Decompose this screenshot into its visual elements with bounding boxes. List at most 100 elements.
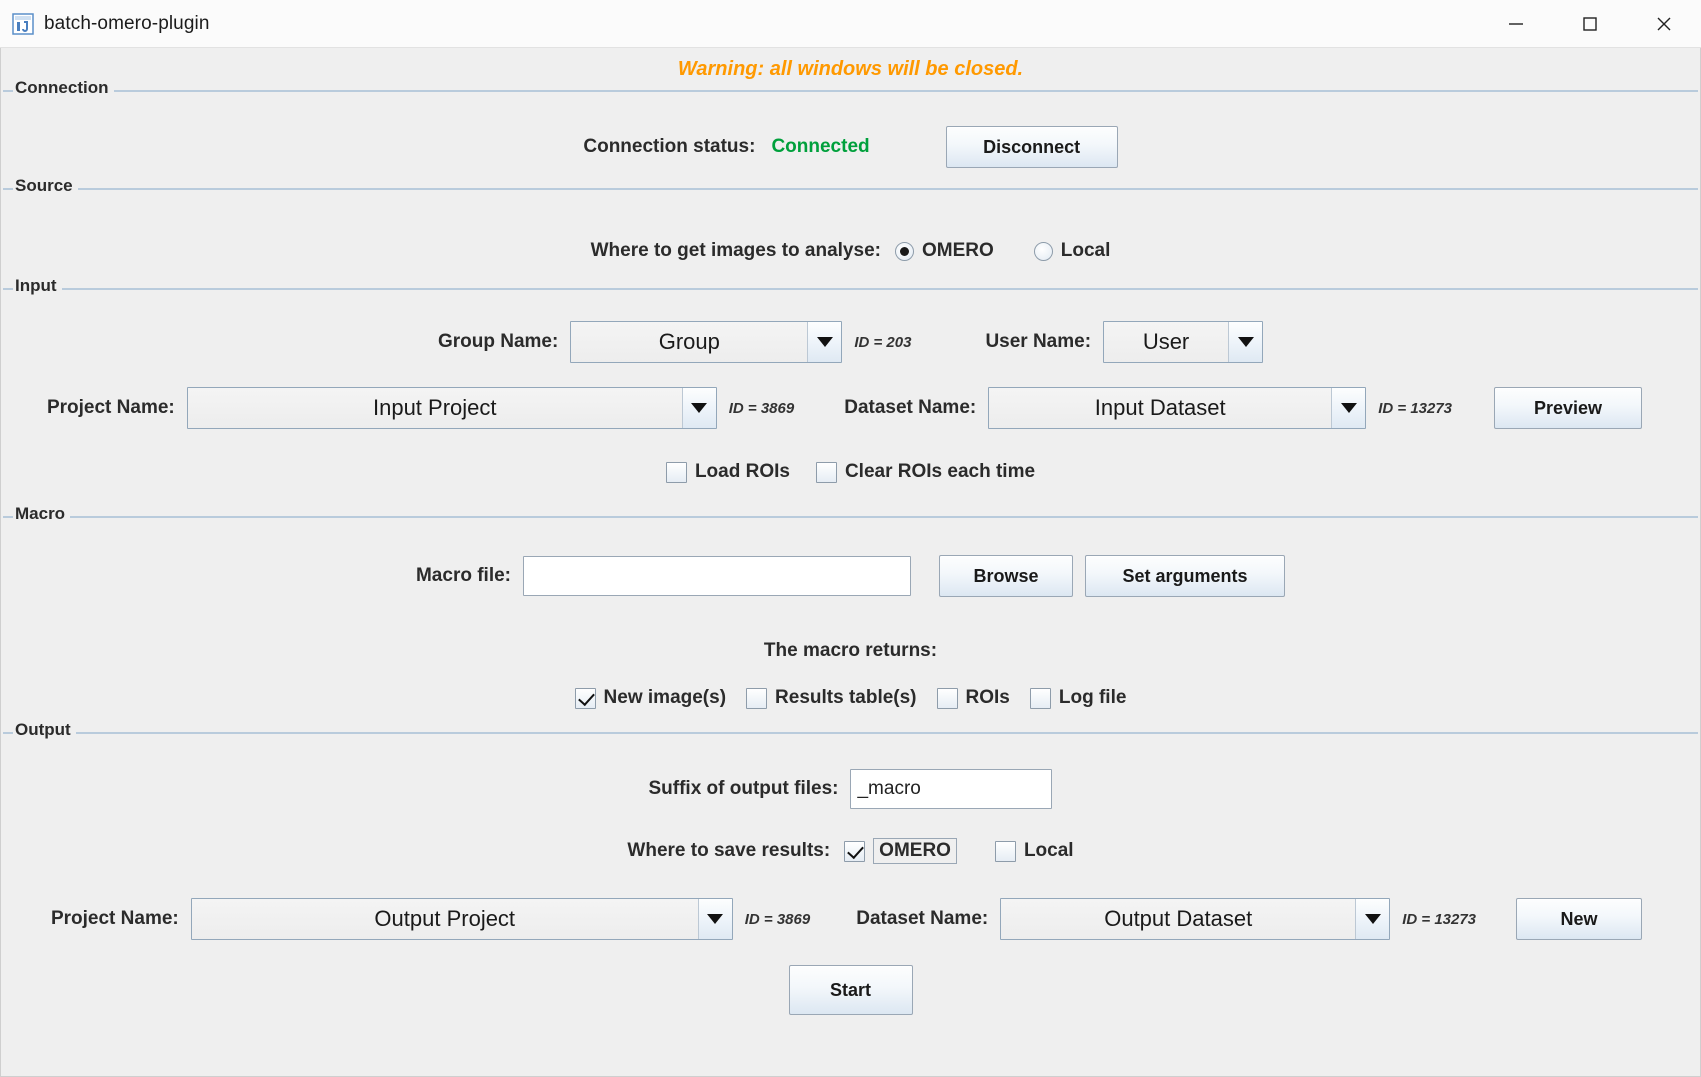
output-project-value: Output Project bbox=[191, 899, 698, 939]
group-name-combo[interactable]: Group bbox=[570, 321, 843, 363]
output-project-name-label: Project Name: bbox=[50, 908, 179, 929]
user-name-combo[interactable]: User bbox=[1103, 321, 1264, 363]
group-name-chevron-down-icon[interactable] bbox=[807, 322, 842, 362]
input-panel-title: Input bbox=[13, 277, 62, 294]
macro-file-label: Macro file: bbox=[415, 565, 512, 586]
window-titlebar: batch-omero-plugin bbox=[0, 0, 1701, 48]
macro-returns-row: New image(s) Results table(s) ROIs Log f… bbox=[3, 676, 1698, 720]
new-button[interactable]: New bbox=[1516, 898, 1643, 940]
save-local-checkbox[interactable]: Local bbox=[994, 840, 1074, 862]
input-project-dataset-row: Project Name: Input Project ID = 3869 Da… bbox=[3, 372, 1698, 444]
plugin-dialog: Warning: all windows will be closed. Con… bbox=[0, 48, 1701, 1077]
set-arguments-button[interactable]: Set arguments bbox=[1085, 555, 1286, 597]
macro-panel-title: Macro bbox=[13, 505, 71, 522]
source-row: Where to get images to analyse: OMERO Lo… bbox=[3, 190, 1698, 284]
browse-button[interactable]: Browse bbox=[939, 555, 1074, 597]
source-label: Where to get images to analyse: bbox=[590, 240, 881, 261]
titlebar-left: batch-omero-plugin bbox=[0, 13, 210, 35]
input-body: Group Name: Group ID = 203 User Name: Us… bbox=[3, 290, 1698, 500]
output-dataset-value: Output Dataset bbox=[1001, 899, 1356, 939]
input-project-id-label: ID = 3869 bbox=[728, 399, 795, 417]
input-dataset-value: Input Dataset bbox=[989, 388, 1332, 428]
macro-returns-label: The macro returns: bbox=[763, 640, 938, 661]
load-rois-label: Load ROIs bbox=[694, 461, 790, 482]
disconnect-button[interactable]: Disconnect bbox=[945, 126, 1118, 168]
minimize-button[interactable] bbox=[1479, 0, 1553, 48]
input-dataset-combo[interactable]: Input Dataset bbox=[988, 387, 1367, 429]
source-radio-omero[interactable]: OMERO bbox=[894, 240, 994, 262]
output-save-row: Where to save results: OMERO Local bbox=[3, 820, 1698, 882]
output-panel: Output Suffix of output files: _macro Wh… bbox=[3, 721, 1698, 947]
returns-results-table-label: Results table(s) bbox=[775, 687, 917, 708]
footer-row: Start bbox=[1, 947, 1700, 1033]
returns-log-file-checkbox[interactable]: Log file bbox=[1029, 687, 1127, 709]
close-button[interactable] bbox=[1627, 0, 1701, 48]
input-project-name-label: Project Name: bbox=[46, 397, 175, 418]
output-dataset-combo[interactable]: Output Dataset bbox=[1000, 898, 1391, 940]
load-rois-checkbox-box bbox=[665, 461, 687, 483]
group-name-value: Group bbox=[571, 322, 808, 362]
input-dataset-chevron-down-icon[interactable] bbox=[1331, 388, 1366, 428]
start-button[interactable]: Start bbox=[788, 965, 913, 1015]
radio-omero-icon bbox=[894, 241, 914, 261]
source-radio-local[interactable]: Local bbox=[1033, 240, 1111, 262]
output-suffix-input[interactable]: _macro bbox=[850, 769, 1053, 809]
output-project-id-label: ID = 3869 bbox=[744, 910, 811, 928]
save-omero-label: OMERO bbox=[873, 838, 957, 864]
imagej-icon bbox=[12, 12, 34, 35]
user-name-label: User Name: bbox=[985, 331, 1092, 352]
maximize-button[interactable] bbox=[1553, 0, 1627, 48]
connection-panel: Connection Connection status: Connected … bbox=[3, 79, 1698, 182]
returns-new-images-checkbox-box bbox=[574, 687, 596, 709]
connection-status-value: Connected bbox=[771, 136, 870, 157]
preview-button[interactable]: Preview bbox=[1494, 387, 1643, 429]
output-dataset-name-label: Dataset Name: bbox=[856, 908, 989, 929]
output-project-combo[interactable]: Output Project bbox=[190, 898, 733, 940]
output-dataset-id-label: ID = 13273 bbox=[1402, 910, 1477, 928]
output-suffix-label: Suffix of output files: bbox=[648, 778, 839, 799]
clear-rois-checkbox[interactable]: Clear ROIs each time bbox=[815, 461, 1036, 483]
macro-panel: Macro Macro file: Browse Set arguments T… bbox=[3, 505, 1698, 726]
input-roi-row: Load ROIs Clear ROIs each time bbox=[3, 444, 1698, 500]
input-project-combo[interactable]: Input Project bbox=[186, 387, 717, 429]
warning-message: Warning: all windows will be closed. bbox=[677, 57, 1024, 80]
warning-bar: Warning: all windows will be closed. bbox=[1, 48, 1700, 90]
returns-rois-checkbox-box bbox=[936, 687, 958, 709]
input-project-chevron-down-icon[interactable] bbox=[681, 388, 716, 428]
group-name-label: Group Name: bbox=[437, 331, 559, 352]
user-name-chevron-down-icon[interactable] bbox=[1228, 322, 1263, 362]
source-radio-local-label: Local bbox=[1060, 240, 1111, 261]
input-dataset-id-label: ID = 13273 bbox=[1378, 399, 1453, 417]
returns-rois-label: ROIs bbox=[965, 687, 1010, 708]
output-project-dataset-row: Project Name: Output Project ID = 3869 D… bbox=[3, 882, 1698, 956]
source-radio-omero-label: OMERO bbox=[921, 240, 994, 261]
connection-status-label: Connection status: bbox=[583, 136, 756, 157]
window-controls bbox=[1479, 0, 1701, 48]
returns-new-images-label: New image(s) bbox=[603, 687, 727, 708]
output-dataset-chevron-down-icon[interactable] bbox=[1355, 899, 1390, 939]
clear-rois-label: Clear ROIs each time bbox=[844, 461, 1036, 482]
macro-file-row: Macro file: Browse Set arguments bbox=[3, 544, 1698, 608]
returns-results-table-checkbox-box bbox=[746, 687, 768, 709]
save-local-label: Local bbox=[1023, 840, 1074, 861]
output-suffix-row: Suffix of output files: _macro bbox=[3, 758, 1698, 820]
output-project-chevron-down-icon[interactable] bbox=[697, 899, 732, 939]
window-title: batch-omero-plugin bbox=[44, 12, 210, 34]
input-dataset-name-label: Dataset Name: bbox=[844, 397, 977, 418]
source-panel: Source Where to get images to analyse: O… bbox=[3, 177, 1698, 284]
returns-rois-checkbox[interactable]: ROIs bbox=[936, 687, 1010, 709]
save-omero-checkbox[interactable]: OMERO bbox=[844, 838, 957, 864]
input-project-value: Input Project bbox=[187, 388, 682, 428]
returns-log-file-label: Log file bbox=[1058, 687, 1127, 708]
source-panel-title: Source bbox=[13, 177, 78, 194]
input-group-user-row: Group Name: Group ID = 203 User Name: Us… bbox=[3, 312, 1698, 372]
returns-results-table-checkbox[interactable]: Results table(s) bbox=[746, 687, 917, 709]
macro-returns-label-row: The macro returns: bbox=[3, 626, 1698, 676]
returns-new-images-checkbox[interactable]: New image(s) bbox=[574, 687, 727, 709]
macro-file-input[interactable] bbox=[523, 556, 912, 596]
output-body: Suffix of output files: _macro Where to … bbox=[3, 734, 1698, 956]
load-rois-checkbox[interactable]: Load ROIs bbox=[665, 461, 790, 483]
save-local-checkbox-box bbox=[994, 840, 1016, 862]
user-name-value: User bbox=[1104, 322, 1229, 362]
radio-local-icon bbox=[1033, 241, 1053, 261]
